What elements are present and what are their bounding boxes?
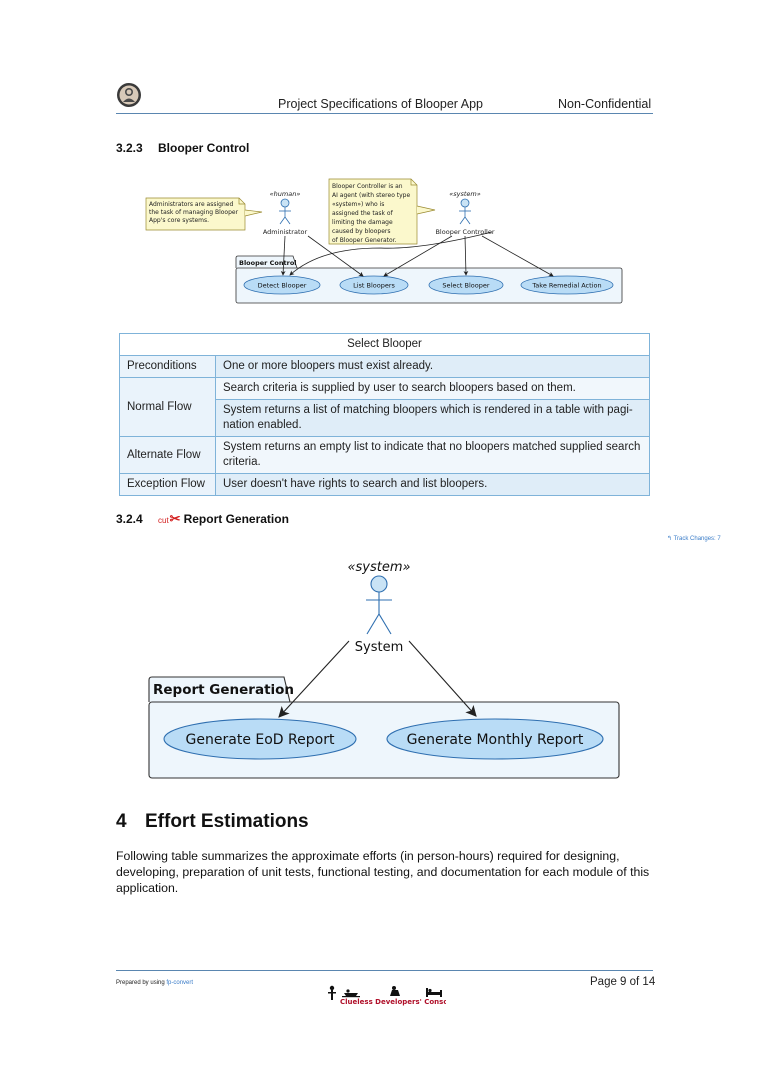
package-label: Blooper Control [239,259,297,267]
use-case-generate-eod-report: Generate EoD Report [163,718,357,760]
section-4-heading: 4 Effort Estimations [116,811,309,833]
use-case-label: Select Blooper [442,282,489,290]
scissors-icon: ✂ [169,511,181,526]
association-arrows [280,231,554,277]
alternate-flow-label: Alternate Flow [119,436,216,474]
note-controller-line: AI agent (with stereo type [332,192,410,199]
fp-convert-link[interactable]: fp-convert [166,980,194,986]
note-admin: Administrators are assigned the task of … [145,197,263,231]
footer-rule [116,970,653,971]
use-case-label: Generate EoD Report [186,732,335,748]
actor-system: «system» System [347,560,410,655]
use-case-generate-monthly-report: Generate Monthly Report [386,718,604,760]
actor-administrator: «human» Administrator [263,190,308,236]
use-case-label: List Bloopers [353,282,395,290]
use-case-label: Take Remedial Action [531,282,601,290]
actor-controller-stereotype: «system» [449,190,481,198]
actor-controller-name: Blooper Controller [435,228,494,236]
note-controller-line: assigned the task of [332,210,394,217]
alternate-flow-value: System returns an empty list to indicate… [215,436,650,474]
exception-flow-value: User doesn't have rights to search and l… [215,473,650,496]
actor-admin-stereotype: «human» [270,190,301,198]
package-blooper-control: Blooper Control [235,255,623,304]
normal-flow-label: Normal Flow [119,377,216,437]
preconditions-value: One or more bloopers must exist already. [215,355,650,378]
section-4-title: Effort Estimations [145,811,309,832]
section-323-number: 3.2.3 [116,141,143,155]
footer-prepared: Prepared by using fp-convert [116,980,193,986]
actor-system-stereotype: «system» [347,560,410,575]
note-admin-line: the task of managing Blooper [149,209,239,216]
preconditions-label: Preconditions [119,355,216,378]
exception-flow-label: Exception Flow [119,473,216,496]
consortium-name: Clueless Developers' Consortium [340,998,446,1006]
track-changes-link[interactable]: ↰ Track Changes: 7 [667,536,721,542]
section-323-title: Blooper Control [158,141,250,155]
actor-blooper-controller: «system» Blooper Controller [435,190,494,236]
actor-system-name: System [355,640,403,655]
consortium-logo: Clueless Developers' Consortium [328,985,446,1006]
footer-prepared-prefix: Prepared by using [116,980,167,986]
section-4-number: 4 [116,811,127,832]
note-admin-line: App's core systems. [149,217,209,224]
normal-flow-step: System returns a list of matching bloope… [215,399,650,437]
section-324-title: Report Generation [183,512,289,526]
note-controller-line: «system») who is [332,201,384,208]
use-case-list-bloopers: List Bloopers [339,275,409,295]
note-admin-line: Administrators are assigned [149,201,233,208]
header-rule [116,113,653,114]
normal-flow-step: Search criteria is supplied by user to s… [215,377,650,400]
svg-text:Blooper Controller is an: Blooper Controller is an AI agent (with … [332,183,412,244]
package-label: Report Generation [153,682,294,698]
page-number: Page 9 of 14 [590,976,656,988]
note-controller-line: limiting the damage [332,219,393,226]
note-controller-line: of Blooper Generator. [332,237,397,244]
table-title: Select Blooper [119,333,650,356]
use-case-take-remedial-action: Take Remedial Action [520,275,614,295]
use-case-label: Detect Blooper [258,282,307,290]
company-logo [116,82,142,108]
use-case-select-blooper: Select Blooper [428,275,504,295]
section-323-heading: 3.2.3 Blooper Control [116,141,249,155]
svg-text:Administrators are assigned: Administrators are assigned the task of … [149,201,240,224]
use-case-detect-blooper: Detect Blooper [243,275,321,295]
note-controller-line: caused by bloopers [332,228,391,235]
report-generation-diagram: «system» System Report Generation Genera… [148,560,620,779]
section-324-number: 3.2.4 [116,512,143,526]
header-classification: Non-Confidential [558,97,652,111]
cut-tag: cut [158,516,169,525]
association-arrows [278,640,477,718]
section-324-heading: 3.2.4 cut✂Report Generation [116,511,289,527]
use-case-label: Generate Monthly Report [407,732,584,748]
section-4-paragraph: Following table summarizes the approxima… [116,849,650,895]
note-controller-line: Blooper Controller is an [332,183,403,190]
select-blooper-table: Select Blooper Preconditions One or more… [119,333,650,496]
actor-admin-name: Administrator [263,228,308,236]
blooper-control-diagram: Administrators are assigned the task of … [145,178,623,304]
note-controller: Blooper Controller is an AI agent (with … [328,178,436,245]
header-title: Project Specifications of Blooper App [278,97,483,111]
